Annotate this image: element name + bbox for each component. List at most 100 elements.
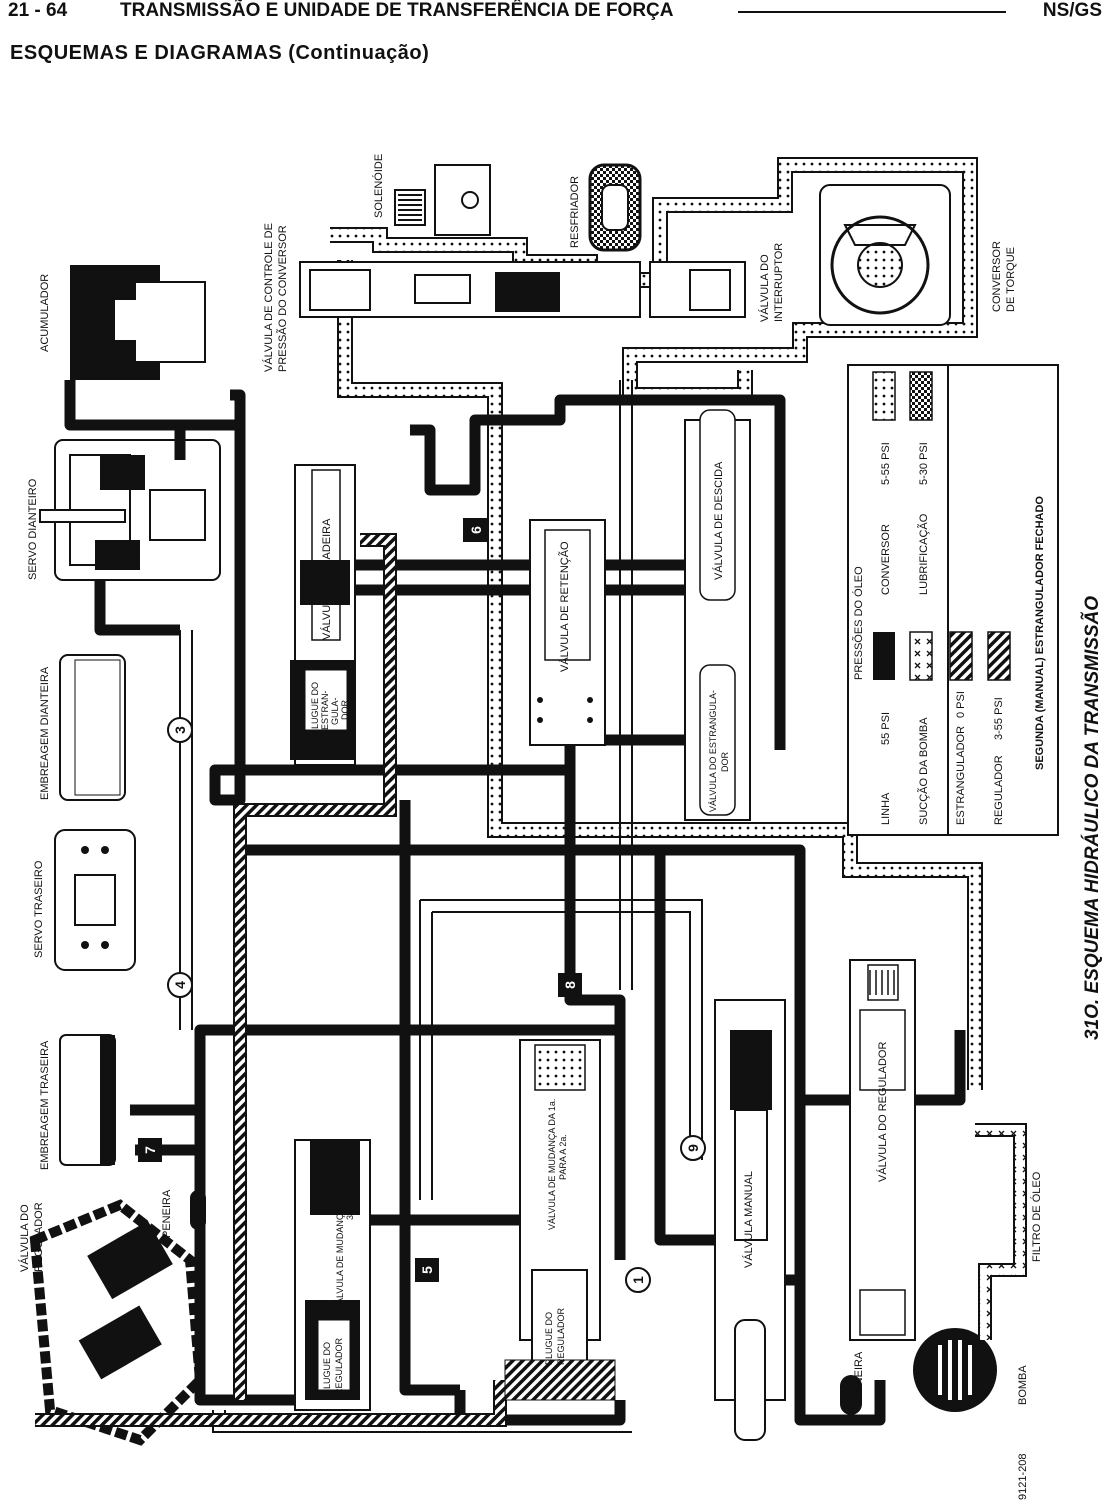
label-plugue-regulador-b-1: PLUGUE DO xyxy=(544,1312,554,1365)
solenoid xyxy=(394,164,491,236)
circuit-marker-5: 5 xyxy=(415,1258,439,1282)
svg-text:CONVERSOR: CONVERSOR xyxy=(880,524,892,595)
svg-text:SUCÇÃO DA BOMBA: SUCÇÃO DA BOMBA xyxy=(917,717,930,825)
svg-text:7: 7 xyxy=(142,1146,158,1154)
label-de-torque: DE TORQUE xyxy=(1005,247,1017,312)
label-peneira-bottom: PENEIRA xyxy=(853,1351,865,1400)
hydraulic-schematic: 6 3 8 4 9 7 5 1 ACUM xyxy=(18,154,1103,1500)
circuit-marker-7: 7 xyxy=(138,1138,162,1162)
svg-text:55 PSI: 55 PSI xyxy=(880,712,892,745)
label-plugue-estrangulador-4: DOR xyxy=(340,700,350,721)
svg-text:REGULADOR: REGULADOR xyxy=(993,755,1005,825)
shift-valve-1-2 xyxy=(504,1039,616,1401)
manual-valve xyxy=(714,999,786,1441)
shift-valve-2-3 xyxy=(294,1139,371,1411)
legend-footer: SEGUNDA (MANUAL) ESTRANGULADOR FECHADO xyxy=(1034,496,1046,770)
svg-text:4: 4 xyxy=(172,981,188,989)
label-valvula-retencao: VÁLVULA DE RETENÇÃO xyxy=(558,541,571,672)
governor xyxy=(29,1190,206,1446)
figure-caption: 31O. ESQUEMA HIDRÁULICO DA TRANSMISSÃO xyxy=(1081,596,1103,1040)
label-filtro-oleo: FILTRO DE ÓLEO xyxy=(1030,1171,1043,1262)
label-interruptor: INTERRUPTOR xyxy=(773,243,785,322)
accumulator xyxy=(70,265,206,380)
label-valvula-do: VÁLVULA DO xyxy=(758,254,771,322)
open-pipes xyxy=(179,380,703,1433)
label-valvula-controle: VÁLVULA DE CONTROLE DE xyxy=(262,223,275,372)
shuttle-valve xyxy=(290,464,356,766)
legend-item-estrangulador: ESTRANGULADOR 0 PSI xyxy=(949,631,973,825)
label-embreagem-dianteira: EMBREAGEM DIANTEIRA xyxy=(39,666,51,800)
section-title: TRANSMISSÃO E UNIDADE DE TRANSFERÊNCIA D… xyxy=(120,0,674,21)
throttle-circuit xyxy=(35,533,507,1427)
component-labels: ACUMULADOR VÁLVULA DE CONTROLE DE PRESSÃ… xyxy=(18,154,1043,1500)
circuit-marker-9: 9 xyxy=(680,1135,706,1161)
label-valvula-regulador-mid: VÁLVULA DO REGULADOR xyxy=(876,1042,889,1182)
label-acumulador: ACUMULADOR xyxy=(39,274,51,352)
label-valvula-mudanca-1-2-2: PARA A 2a. xyxy=(558,1134,568,1180)
header-rule xyxy=(738,11,1006,13)
svg-text:9: 9 xyxy=(685,1144,701,1152)
svg-text:8: 8 xyxy=(562,981,578,989)
circuit-markers: 6 3 8 4 9 7 5 1 xyxy=(138,518,706,1293)
rear-clutch xyxy=(59,1034,116,1166)
svg-text:3: 3 xyxy=(172,726,188,734)
oil-pressure-legend: PRESSÕES DO ÓLEO LINHA 55 PSI SUCÇÃO DA … xyxy=(847,364,1059,836)
circuit-marker-4: 4 xyxy=(167,972,193,998)
converter-lube-circuit xyxy=(330,157,983,1090)
label-solenoide: SOLENÓIDE xyxy=(372,154,385,218)
legend-item-regulador: REGULADOR 3-55 PSI xyxy=(987,631,1011,825)
label-peneira-left: PENEIRA xyxy=(161,1189,173,1238)
front-servo xyxy=(39,439,221,581)
rear-servo xyxy=(54,829,136,971)
label-valvula-do-regulador-2: REGULADOR xyxy=(33,1202,45,1272)
label-plugue-estrangulador-2: ESTRAN- xyxy=(320,690,330,730)
page-header: 21 - 64 TRANSMISSÃO E UNIDADE DE TRANSFE… xyxy=(0,0,1114,80)
cooler xyxy=(588,163,642,252)
legend-heading: PRESSÕES DO ÓLEO xyxy=(852,566,865,680)
model-code: NS/GS xyxy=(1042,0,1102,21)
label-valvula-manual: VÁLVULA MANUAL xyxy=(742,1171,755,1268)
label-plugue-regulador-a-1: PLUGUE DO xyxy=(322,1342,332,1395)
label-valvula-mudanca-2-3-2: 3a. xyxy=(345,1207,355,1220)
svg-text:6: 6 xyxy=(468,526,484,534)
label-plugue-estrangulador-1: PLUGUE DO xyxy=(310,682,320,735)
legend-item-linha: LINHA 55 PSI xyxy=(873,632,895,825)
circuit-marker-1: 1 xyxy=(625,1267,651,1293)
label-plugue-estrangulador-3: GULA- xyxy=(330,697,340,725)
label-servo-traseiro: SERVO TRASEIRO xyxy=(33,860,45,958)
svg-text:LUBRIFICAÇÃO: LUBRIFICAÇÃO xyxy=(917,513,930,595)
label-resfriador: RESFRIADOR xyxy=(569,176,581,248)
label-servo-dianteiro: SERVO DIANTEIRO xyxy=(27,478,39,580)
check-valve xyxy=(529,519,606,746)
svg-text:0 PSI: 0 PSI xyxy=(955,691,967,718)
legend-item-lubrificacao: LUBRIFICAÇÃO 5-30 PSI xyxy=(909,371,933,595)
legend-item-conversor: CONVERSOR 5-55 PSI xyxy=(872,371,896,595)
label-valvula-mudanca-1-2-1: VÁLVULA DE MUDANÇA DA 1a. xyxy=(547,1099,557,1230)
label-pressao-conversor: PRESSÃO DO CONVERSOR xyxy=(276,225,289,372)
label-embreagem-traseira: EMBREAGEM TRASEIRA xyxy=(39,1040,51,1170)
regulator-valve xyxy=(849,959,916,1341)
label-valvula-estrangulador-2: DOR xyxy=(720,752,730,773)
converter-valves xyxy=(299,261,746,318)
label-valvula-mudanca-2-3-1: VÁLVULA DE MUDANÇA DA 2a. PARA A xyxy=(335,1145,345,1310)
downshift-valve xyxy=(684,409,751,821)
section-subtitle: ESQUEMAS E DIAGRAMAS (Continuação) xyxy=(10,42,430,64)
label-plugue-regulador-b-2: REGULADOR xyxy=(556,1307,566,1365)
front-clutch xyxy=(59,654,126,801)
label-valvula-estrangulador-1: VÁLVULA DO ESTRANGULA- xyxy=(708,690,718,812)
svg-text:ESTRANGULADOR: ESTRANGULADOR xyxy=(955,726,967,825)
svg-text:3-55 PSI: 3-55 PSI xyxy=(993,697,1005,740)
svg-text:1: 1 xyxy=(630,1276,646,1284)
legend-item-succao: SUCÇÃO DA BOMBA xyxy=(909,631,933,825)
svg-text:5-30 PSI: 5-30 PSI xyxy=(918,442,930,485)
circuit-marker-3: 3 xyxy=(167,717,193,743)
label-conversor: CONVERSOR xyxy=(991,241,1003,312)
label-valvula-lancadeira: VÁLVULA LANÇADEIRA xyxy=(320,518,333,640)
page-number: 21 - 64 xyxy=(8,0,68,21)
svg-text:5: 5 xyxy=(419,1266,435,1274)
figure-code: 9121-208 xyxy=(1017,1454,1029,1501)
line-pressure-circuit xyxy=(64,380,966,1426)
label-valvula-descida: VÁLVULA DE DESCIDA xyxy=(712,461,725,580)
circuit-marker-6: 6 xyxy=(463,518,487,542)
circuit-marker-8: 8 xyxy=(558,973,582,997)
